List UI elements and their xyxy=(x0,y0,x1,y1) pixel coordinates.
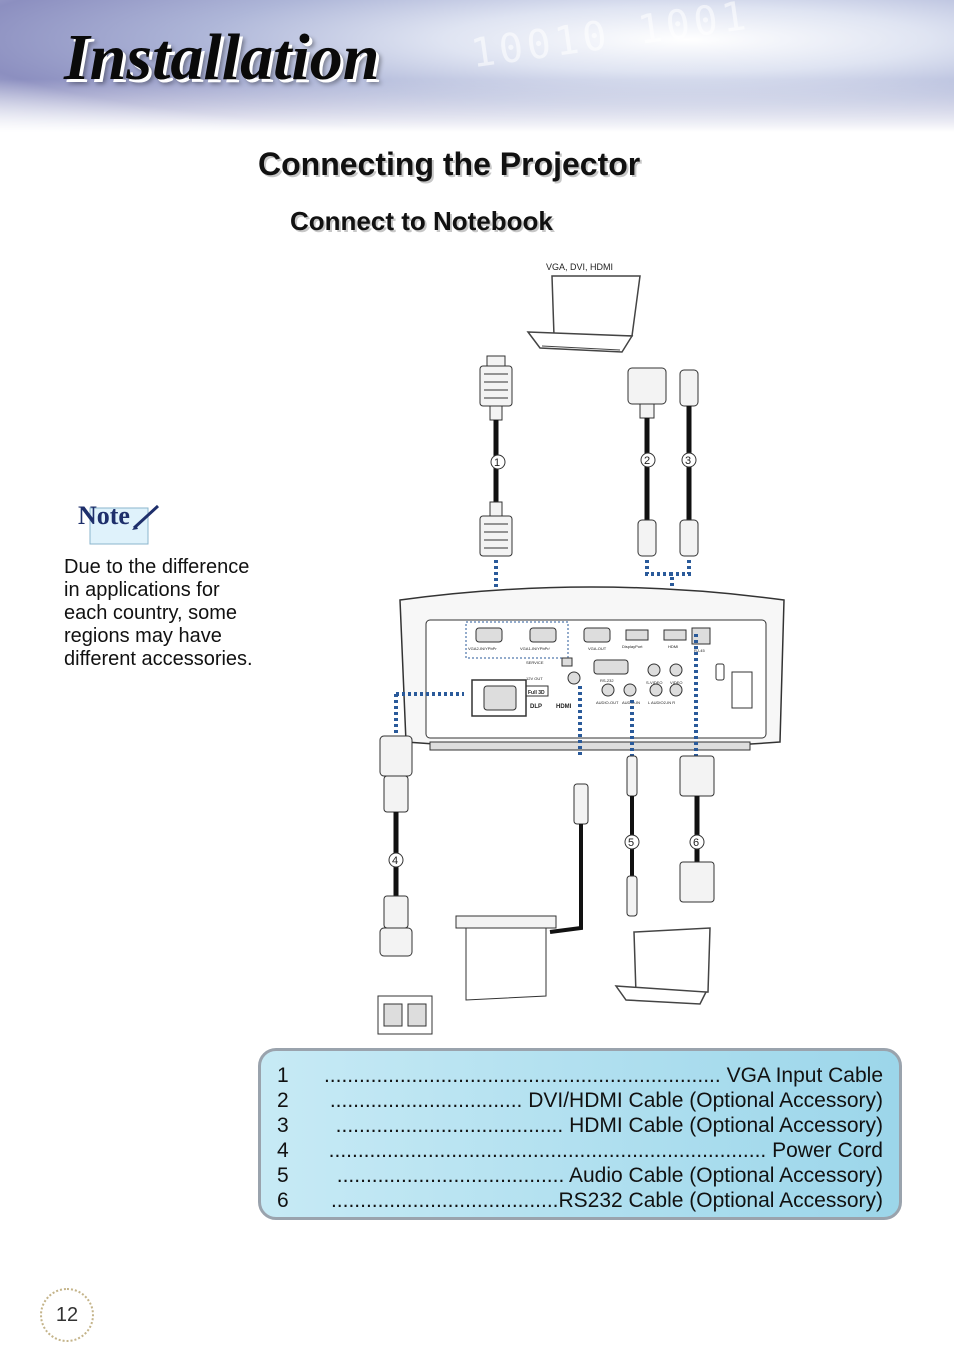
legend-item: 3.......................................… xyxy=(277,1114,883,1137)
svg-text:1: 1 xyxy=(494,457,500,469)
sub-title: Connect to Notebook xyxy=(290,206,553,236)
svg-text:2: 2 xyxy=(644,455,650,467)
projector-rear-panel: VGA2-IN/YPbPr VGA1-IN/YPbPr/ VGA-OUT Dis… xyxy=(399,586,785,751)
svg-text:SERVICE: SERVICE xyxy=(526,660,544,665)
svg-text:6: 6 xyxy=(693,837,699,849)
page-title: Installation xyxy=(64,21,380,94)
legend-item: 1.......................................… xyxy=(277,1064,883,1087)
legend-item: 6.......................................… xyxy=(277,1189,883,1212)
svg-text:L AUDIO2-IN R: L AUDIO2-IN R xyxy=(648,700,675,705)
notebook-label: VGA, DVI, HDMI xyxy=(546,262,613,272)
svg-text:RJ-45: RJ-45 xyxy=(694,648,705,653)
svg-text:DisplayPort: DisplayPort xyxy=(622,644,643,649)
svg-text:DLP: DLP xyxy=(530,704,542,710)
vga-cable xyxy=(479,355,513,557)
header-fade xyxy=(0,0,954,132)
svg-text:S-VIDEO: S-VIDEO xyxy=(646,680,662,685)
svg-text:VGA2-IN/YPbPr: VGA2-IN/YPbPr xyxy=(468,646,497,651)
svg-text:HDMI: HDMI xyxy=(556,704,572,710)
rs232-cable: 6 xyxy=(679,755,715,903)
wall-outlet xyxy=(377,995,433,1035)
svg-text:4: 4 xyxy=(392,855,398,867)
connection-diagram: VGA, DVI, HDMI 1 2 xyxy=(377,262,785,1035)
trigger-cable xyxy=(549,783,589,934)
guide-lines-bottom xyxy=(394,634,698,756)
page-header-banner: 10010 1001 xyxy=(0,0,954,132)
svg-text:3: 3 xyxy=(685,455,691,467)
svg-text:VIDEO: VIDEO xyxy=(670,680,682,685)
svg-text:RS-232: RS-232 xyxy=(600,678,614,683)
power-cord: 4 xyxy=(379,735,413,957)
callout-3: 3 xyxy=(681,452,697,468)
callout-1: 1 xyxy=(490,454,506,470)
dvi-hdmi-cable xyxy=(627,367,667,557)
svg-text:12V OUT: 12V OUT xyxy=(526,676,543,681)
note-text: Due to the difference in applications fo… xyxy=(64,556,253,670)
svg-text:HDMI: HDMI xyxy=(668,644,678,649)
callout-2: 2 xyxy=(640,452,656,468)
projection-screen xyxy=(455,915,557,1001)
note-icon: Note xyxy=(78,501,160,545)
legend-item: 2................................. DVI/H… xyxy=(277,1089,883,1112)
svg-text:VGA1-IN/YPbPr/: VGA1-IN/YPbPr/ xyxy=(520,646,551,651)
legend-item: 4.......................................… xyxy=(277,1139,883,1162)
legend-item: 5.......................................… xyxy=(277,1164,883,1187)
svg-text:Full 3D: Full 3D xyxy=(528,690,545,696)
svg-text:5: 5 xyxy=(628,837,634,849)
note-icon-label: Note xyxy=(78,501,130,530)
notebook-top: VGA, DVI, HDMI xyxy=(526,262,641,353)
cable-legend: 1.......................................… xyxy=(258,1048,902,1220)
notebook-bottom xyxy=(614,927,711,1005)
section-title: Connecting the Projector xyxy=(258,146,641,182)
audio-cable: 5 xyxy=(624,755,640,917)
page-number: 12 xyxy=(40,1288,94,1342)
svg-text:VGA-OUT: VGA-OUT xyxy=(588,646,607,651)
hdmi-cable xyxy=(679,369,699,557)
svg-text:AUDIO-OUT: AUDIO-OUT xyxy=(596,700,619,705)
